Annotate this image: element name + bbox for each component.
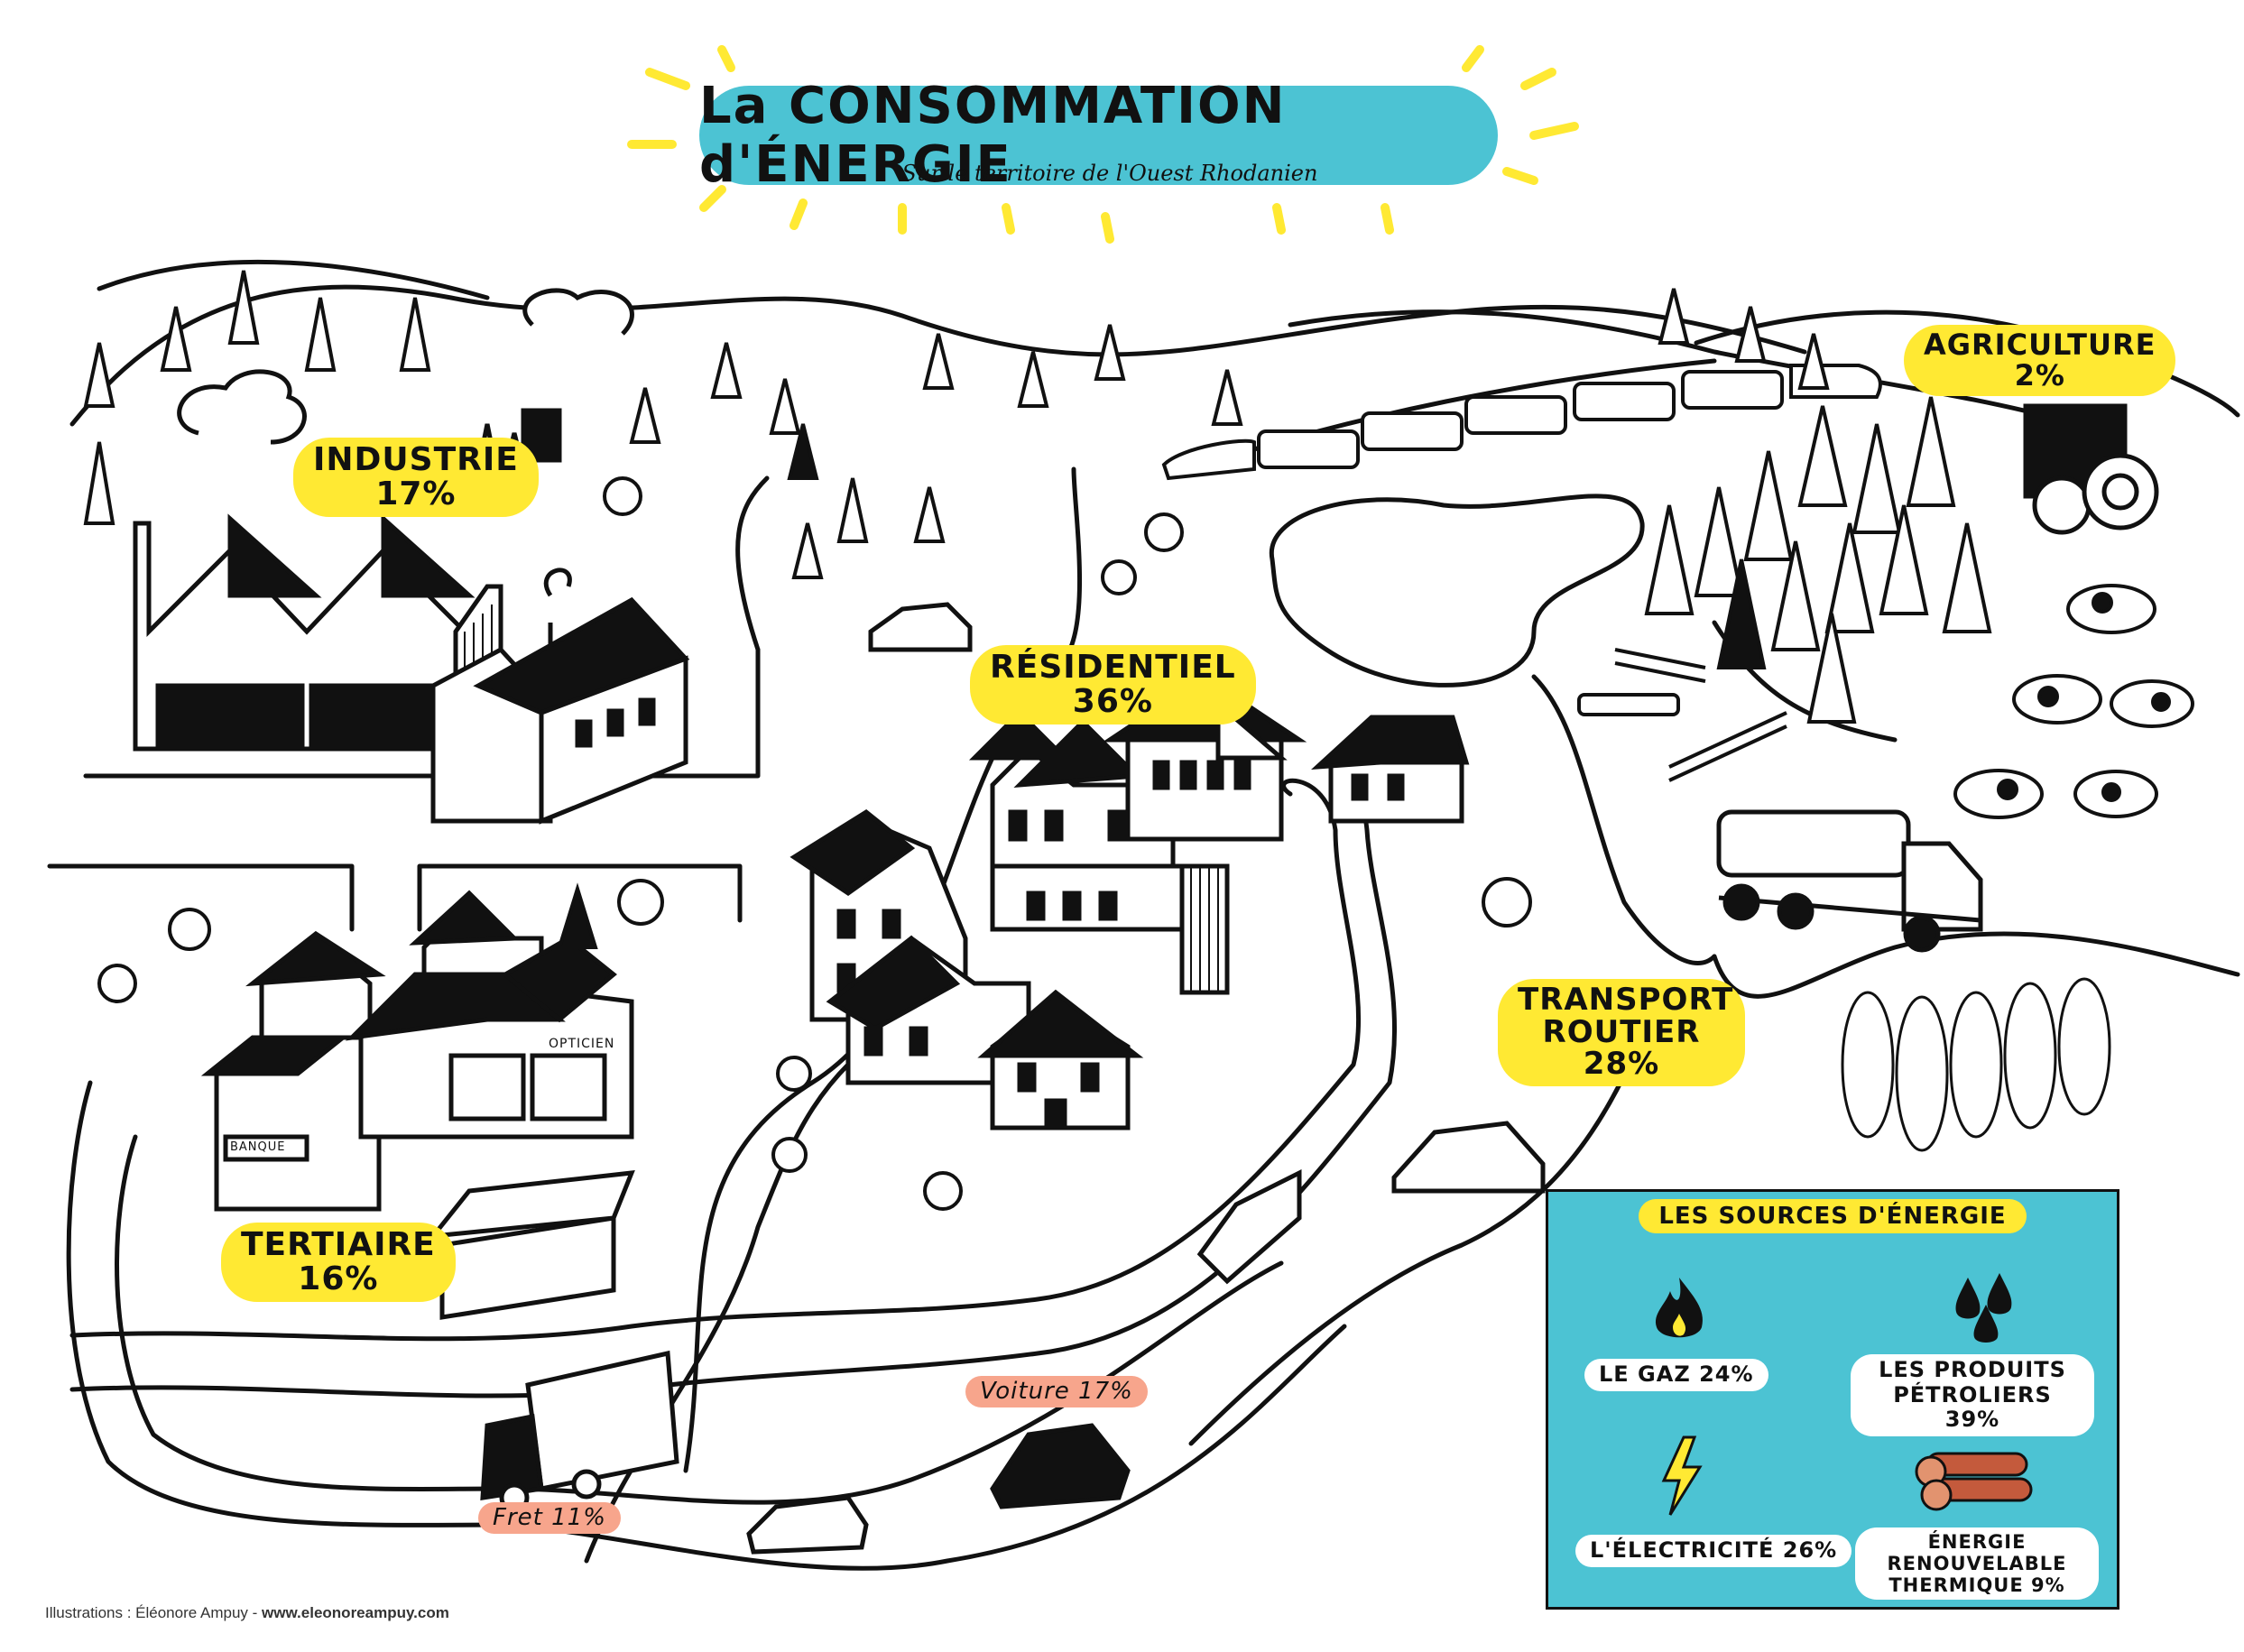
label-agriculture-value: 2% — [2014, 357, 2065, 392]
source-electricite-label: L'ÉLECTRICITÉ 26% — [1575, 1535, 1852, 1567]
log-truck — [1716, 809, 1983, 953]
label-voiture-name: Voiture — [980, 1378, 1070, 1405]
page-title: La CONSOMMATION d'ÉNERGIE — [699, 77, 1287, 194]
road — [1531, 674, 1717, 965]
label-residentiel-value: 36% — [1072, 682, 1153, 720]
label-transport-value: 28% — [1583, 1046, 1660, 1083]
source-renouvelable: ÉNERGIE RENOUVELABLE THERMIQUE 9% — [1855, 1527, 2099, 1601]
source-gaz: LE GAZ 24% — [1584, 1359, 1768, 1391]
label-fret: Fret 11% — [478, 1502, 621, 1535]
source-renouvelable-label: ÉNERGIE RENOUVELABLE THERMIQUE 9% — [1855, 1527, 2099, 1601]
lightning-icon — [1661, 1435, 1703, 1516]
credit-prefix: Illustrations : Éléonore Ampuy - — [45, 1604, 263, 1621]
oil-drops-icon — [1955, 1273, 2012, 1343]
label-tertiaire-value: 16% — [298, 1260, 379, 1297]
label-tertiaire: TERTIAIRE 16% — [221, 1223, 456, 1302]
sign-banque: BANQUE — [230, 1140, 286, 1154]
energy-sources-panel: LES SOURCES D'ÉNERGIE LE GAZ 24% LES PRO… — [1546, 1189, 2119, 1610]
road — [83, 647, 761, 779]
road — [1712, 931, 2240, 999]
road — [115, 1134, 508, 1491]
road — [417, 863, 743, 932]
river — [69, 780, 1397, 1398]
freight-truck — [480, 1350, 679, 1513]
flame-icon — [1655, 1278, 1703, 1338]
factory-warehouse — [430, 568, 690, 825]
sources-title-wrap: LES SOURCES D'ÉNERGIE — [1548, 1199, 2117, 1233]
source-petrole-label: LES PRODUITS PÉTROLIERS 39% — [1851, 1354, 2094, 1436]
hill-line — [97, 259, 490, 300]
shops — [200, 890, 635, 1320]
cars — [746, 602, 1546, 1555]
barn — [1311, 715, 1470, 824]
label-transport: TRANSPORT ROUTIER 28% — [1498, 979, 1745, 1087]
road — [47, 863, 355, 932]
source-petrole: LES PRODUITS PÉTROLIERS 39% — [1851, 1354, 2094, 1436]
title-banner: La CONSOMMATION d'ÉNERGIE — [699, 77, 1498, 194]
label-industrie-value: 17% — [375, 475, 457, 512]
page-subtitle: Sur le territoire de l'Ouest Rhodanien — [901, 161, 1318, 186]
road — [66, 1080, 508, 1527]
label-agriculture-name: AGRICULTURE — [1924, 328, 2156, 362]
label-industrie-name: INDUSTRIE — [313, 441, 519, 478]
label-tertiaire-name: TERTIAIRE — [241, 1226, 436, 1263]
label-transport-name: TRANSPORT ROUTIER — [1518, 982, 1734, 1050]
wood-logs-icon — [1915, 1452, 2033, 1511]
label-industrie: INDUSTRIE 17% — [293, 438, 539, 517]
road — [503, 1260, 1284, 1505]
village — [790, 698, 1307, 1131]
sources-title: LES SOURCES D'ÉNERGIE — [1639, 1199, 2027, 1233]
credit-line: Illustrations : Éléonore Ampuy - www.ele… — [45, 1604, 449, 1622]
road — [1062, 466, 1082, 661]
sign-opticien: OPTICIEN — [549, 1037, 615, 1051]
source-gaz-label: LE GAZ 24% — [1584, 1359, 1768, 1391]
pond — [1269, 494, 1645, 688]
sun-rays — [627, 45, 1579, 244]
label-voiture-value: 17% — [1078, 1378, 1133, 1405]
hill-line — [69, 284, 1807, 427]
label-voiture: Voiture 17% — [965, 1376, 1148, 1408]
trees — [83, 270, 1992, 1211]
cows — [1953, 584, 2194, 819]
tractor — [2023, 403, 2159, 535]
wood-pile — [1577, 648, 1787, 782]
road — [735, 475, 770, 652]
poplar-grove — [1841, 977, 2111, 1152]
factory-chimneys — [177, 288, 634, 472]
river — [69, 778, 1362, 1342]
train — [1161, 364, 1882, 481]
label-fret-name: Fret — [493, 1504, 543, 1531]
label-residentiel: RÉSIDENTIEL 36% — [970, 645, 1256, 724]
road — [503, 1324, 1347, 1571]
label-fret-value: 11% — [551, 1504, 606, 1531]
source-electricite: L'ÉLECTRICITÉ 26% — [1575, 1535, 1852, 1567]
label-agriculture: AGRICULTURE 2% — [1904, 325, 2176, 397]
credit-site: www.eleonoreampuy.com — [262, 1604, 449, 1621]
label-residentiel-name: RÉSIDENTIEL — [990, 649, 1236, 686]
hill-line — [1288, 309, 2078, 427]
